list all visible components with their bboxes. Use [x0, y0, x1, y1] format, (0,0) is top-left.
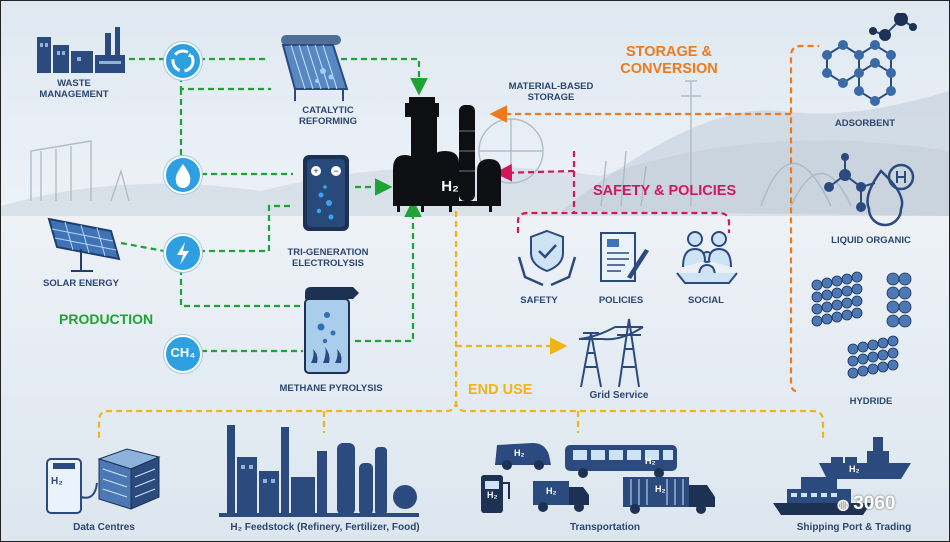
solar-thermal-collector-icon: [281, 35, 349, 101]
hub-h2-label: H₂: [441, 178, 459, 195]
factory-icon: [37, 27, 125, 73]
svg-text:+: +: [313, 166, 318, 176]
watermark-3060: ◍3060: [837, 493, 947, 519]
hydrogen-plant-hub-icon: [393, 97, 501, 212]
shipping-icons: [773, 437, 911, 515]
data-centre-icon: [46, 448, 161, 514]
pyrolysis-reactor-icon: [304, 287, 359, 374]
transportation-icons: [481, 443, 715, 514]
water-drop-icon: [164, 156, 202, 194]
storage-conversion-heading: STORAGE & CONVERSION: [620, 44, 718, 77]
adsorbent-label: ADSORBENT: [834, 118, 896, 129]
lightning-bolt-icon: [164, 234, 202, 272]
transportation-label: Transportation: [569, 522, 640, 533]
adsorbent-molecule-icon: [822, 13, 917, 106]
bus-h2-label: H₂: [645, 456, 656, 466]
ch4-text: CH₄: [170, 345, 196, 360]
data-centres-label: Data Centres: [73, 522, 135, 533]
ship-h2-label: H₂: [849, 464, 860, 474]
truck-h2-label: H₂: [546, 486, 557, 496]
hydride-label: HYDRIDE: [849, 396, 893, 407]
solar-energy-label: SOLAR ENERGY: [42, 278, 119, 289]
shipping-label: Shipping Port & Trading: [796, 522, 912, 533]
safety-label: SAFETY: [520, 295, 558, 306]
recycle-icon: [164, 42, 202, 80]
grid-service-label: Grid Service: [589, 390, 649, 401]
refinery-icon: [219, 425, 419, 517]
watermark-text: 3060: [853, 493, 896, 514]
methane-ch4-icon: CH₄: [164, 335, 202, 373]
waste-management-label: WASTE MANAGEMENT: [39, 78, 109, 100]
electrolyser-tank-icon: + −: [303, 155, 349, 231]
safety-shield-hands-icon: [517, 229, 577, 287]
policies-document-icon: [600, 232, 649, 282]
material-storage-label: MATERIAL-BASED STORAGE: [508, 81, 594, 103]
hydride-crystal-icon: [811, 271, 912, 379]
production-heading: PRODUCTION: [59, 311, 154, 327]
end-use-heading: END USE: [468, 382, 533, 398]
safety-policies-heading: SAFETY & POLICIES: [593, 183, 737, 199]
social-label: SOCIAL: [688, 295, 724, 306]
social-family-icon: [676, 231, 738, 284]
methane-pyrolysis-label: METHANE PYROLYSIS: [279, 383, 383, 394]
electricity-pylons-icon: [578, 318, 644, 388]
svg-text:−: −: [333, 166, 338, 176]
station-h2-label: H₂: [487, 490, 498, 500]
electrolysis-label: TRI-GENERATION ELECTROLYSIS: [287, 247, 369, 269]
catalytic-reforming-label: CATALYTIC REFORMING: [298, 105, 358, 127]
solar-panel-icon: [47, 217, 121, 272]
lorry-h2-label: H₂: [655, 484, 666, 494]
liquid-organic-molecule-icon: [824, 153, 915, 227]
car-h2-label: H₂: [514, 448, 525, 458]
policies-label: POLICIES: [598, 295, 644, 306]
liquid-organic-label: LIQUID ORGANIC: [831, 235, 911, 246]
wechat-icon: ◍: [837, 496, 850, 512]
h2-feedstock-label: H₂ Feedstock (Refinery, Fertilizer, Food…: [230, 522, 420, 533]
data-centre-h2-label: H₂: [51, 476, 63, 487]
